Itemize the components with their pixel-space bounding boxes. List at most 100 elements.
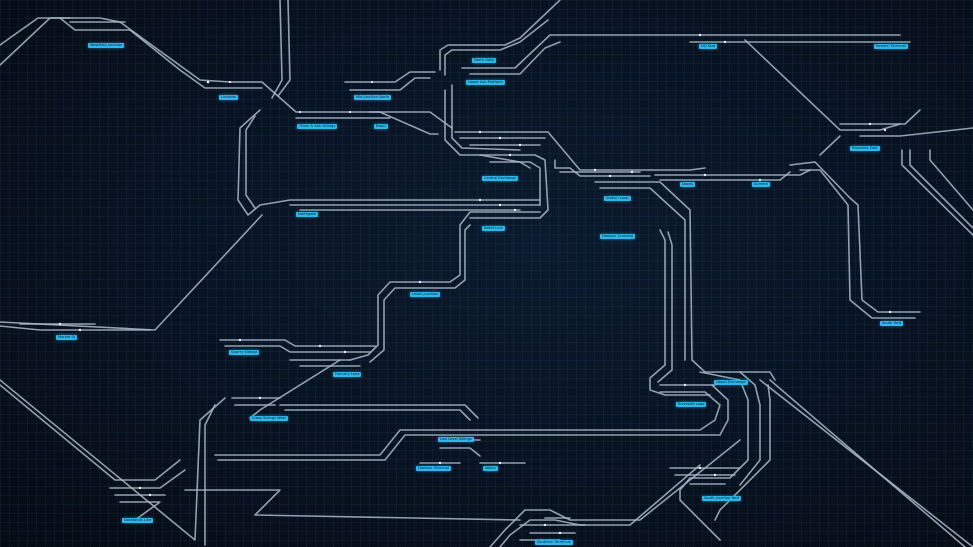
station-label[interactable]: Riverside Loop	[676, 402, 707, 407]
station-label[interactable]: Riverside East	[850, 146, 880, 151]
signal	[713, 473, 717, 477]
track	[554, 159, 651, 177]
signal	[498, 136, 502, 140]
signal	[370, 80, 374, 84]
signal	[478, 130, 482, 134]
signal	[698, 466, 702, 470]
track	[469, 41, 561, 75]
track	[119, 501, 161, 521]
signal	[698, 33, 702, 37]
track	[901, 149, 973, 236]
track	[204, 404, 216, 546]
track	[59, 17, 263, 89]
track	[0, 384, 181, 481]
track	[789, 161, 921, 313]
station-label[interactable]: Thorn & Ash Sidings	[297, 124, 338, 129]
station-label[interactable]: Cross Sidings West	[250, 416, 288, 421]
track	[499, 464, 701, 547]
station-label[interactable]: Depot Exchange	[714, 380, 748, 385]
station-label[interactable]: Basin	[374, 124, 388, 129]
track	[799, 169, 916, 319]
track	[344, 71, 436, 83]
signal	[543, 523, 547, 527]
signal-markers	[58, 33, 892, 535]
station-label[interactable]: Relief Line	[482, 226, 505, 231]
signal	[58, 322, 62, 326]
track	[839, 109, 921, 125]
track	[859, 127, 973, 137]
track	[714, 384, 771, 521]
station-label[interactable]: Station Loop	[604, 196, 631, 201]
track	[819, 135, 841, 156]
station-label[interactable]: Linkside	[219, 95, 238, 100]
signal	[558, 531, 562, 535]
station-label[interactable]: South Yard	[880, 321, 904, 326]
station-label[interactable]: Upper Ash Platform	[466, 80, 505, 85]
track	[237, 109, 541, 216]
track	[271, 0, 283, 99]
station-label[interactable]: Docks	[680, 182, 695, 187]
signal	[498, 461, 502, 465]
track	[109, 469, 186, 489]
station-label[interactable]: Docklands Line	[122, 518, 154, 523]
signal	[348, 110, 352, 114]
station-label[interactable]: Summit	[752, 182, 770, 187]
track	[184, 489, 521, 521]
track	[489, 439, 741, 547]
signal	[318, 344, 322, 348]
track	[277, 0, 291, 97]
signal	[508, 153, 512, 157]
signal	[138, 486, 142, 490]
track	[599, 187, 686, 361]
track	[654, 169, 811, 176]
station-label[interactable]: South Junction Yard	[702, 496, 741, 501]
station-label[interactable]: Market St	[56, 335, 78, 340]
station-label[interactable]: Northgate	[296, 212, 319, 217]
track	[454, 131, 706, 171]
station-label[interactable]: Harbour Terminal	[416, 466, 451, 471]
signal	[78, 328, 82, 332]
signal	[206, 80, 210, 84]
track	[469, 154, 549, 219]
track	[217, 384, 729, 461]
track	[0, 379, 226, 541]
track	[657, 231, 673, 383]
station-label[interactable]: Eastern Terminal	[874, 44, 908, 49]
track	[0, 214, 263, 331]
station-label[interactable]: Valley	[483, 466, 498, 471]
station-label[interactable]: North Gate	[472, 58, 496, 63]
track	[245, 115, 256, 209]
track	[444, 19, 549, 76]
signal	[723, 40, 727, 44]
station-label[interactable]: Union Junction	[410, 292, 441, 297]
signal	[343, 350, 347, 354]
track	[769, 379, 966, 547]
track	[279, 404, 479, 419]
station-label[interactable]: Westfield Junction	[88, 43, 125, 48]
signal	[258, 396, 262, 400]
signal	[148, 493, 152, 497]
track	[489, 161, 541, 206]
track	[594, 181, 776, 381]
signal	[868, 122, 872, 126]
station-label[interactable]: Low Level Sidings	[438, 437, 474, 442]
track	[451, 84, 521, 151]
track	[0, 17, 439, 135]
station-label[interactable]: Foundry Lane	[333, 372, 362, 377]
signal	[418, 280, 422, 284]
station-label[interactable]: Mid Junction North	[354, 95, 392, 100]
track	[249, 359, 341, 419]
station-label[interactable]: HQ Yard	[699, 44, 718, 49]
station-label[interactable]: Harbour Crossing	[600, 234, 636, 239]
track	[369, 224, 471, 363]
station-label[interactable]: Central Exchange	[482, 176, 518, 181]
signal	[703, 173, 707, 177]
station-label[interactable]: Southern Terminus	[535, 540, 573, 545]
track	[349, 211, 541, 361]
track	[349, 77, 431, 91]
track	[739, 371, 761, 486]
station-label[interactable]: Quarry Sidings	[229, 350, 260, 355]
track	[679, 371, 749, 541]
